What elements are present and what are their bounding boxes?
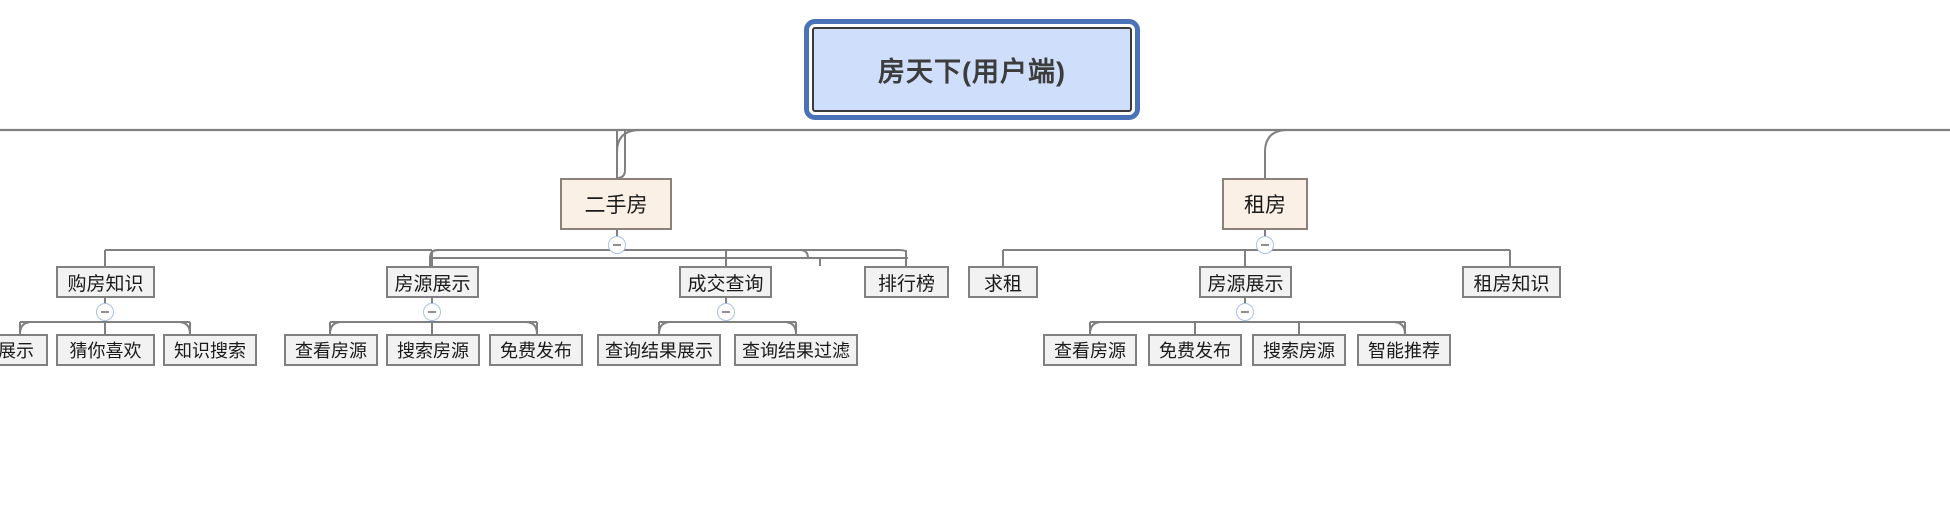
leaf-node-label: 搜索房源 <box>1263 341 1335 361</box>
leaf-node-label: 查询结果展示 <box>605 341 713 361</box>
item-node-cheng-jiao-cha-xun[interactable]: 成交查询 <box>679 266 772 298</box>
minus-icon <box>722 311 730 313</box>
leaf-node-cai-ni-xi-huan[interactable]: 猜你喜欢 <box>56 334 155 366</box>
leaf-node-label: 猜你喜欢 <box>69 341 142 361</box>
leaf-node-cha-kan-fang-yuan-ershou[interactable]: 查看房源 <box>284 334 378 366</box>
root-node[interactable]: 房天下(用户端) <box>804 19 1140 120</box>
leaf-node-label: 查看房源 <box>1054 341 1126 361</box>
leaf-node-cha-kan-fang-yuan-zufang[interactable]: 查看房源 <box>1043 334 1137 366</box>
item-node-zu-fang-zhi-shi[interactable]: 租房知识 <box>1462 266 1561 298</box>
category-node-zufang[interactable]: 租房 <box>1222 178 1308 230</box>
leaf-node-label: 免费发布 <box>1159 341 1231 361</box>
leaf-node-label: 查看房源 <box>295 341 367 361</box>
leaf-node-zhi-neng-tui-jian[interactable]: 智能推荐 <box>1357 334 1451 366</box>
collapse-toggle-gou-fang-zhi-shi[interactable] <box>96 303 114 321</box>
item-node-fang-yuan-zhan-shi-ershou[interactable]: 房源展示 <box>386 266 479 298</box>
root-node-label: 房天下(用户端) <box>878 57 1066 87</box>
collapse-toggle-fang-yuan-zhan-shi-ershou[interactable] <box>423 303 441 321</box>
minus-icon <box>613 244 621 246</box>
item-node-label: 成交查询 <box>687 273 764 295</box>
minus-icon <box>1261 244 1269 246</box>
leaf-node-sou-suo-fang-yuan-ershou[interactable]: 搜索房源 <box>386 334 480 366</box>
leaf-node-label: 展示 <box>0 341 34 361</box>
leaf-node-sou-suo-fang-yuan-zufang[interactable]: 搜索房源 <box>1252 334 1346 366</box>
leaf-node-label: 免费发布 <box>500 341 572 361</box>
item-node-pai-hang-bang[interactable]: 排行榜 <box>864 266 949 298</box>
collapse-toggle-fang-yuan-zhan-shi-zufang[interactable] <box>1236 303 1254 321</box>
leaf-node-mian-fei-fa-bu-ershou[interactable]: 免费发布 <box>489 334 583 366</box>
leaf-node-label: 查询结果过滤 <box>742 341 850 361</box>
item-node-label: 房源展示 <box>394 273 471 295</box>
leaf-node-zhan-shi-clipped[interactable]: 展示 <box>0 334 48 366</box>
item-node-fang-yuan-zhan-shi-zufang[interactable]: 房源展示 <box>1199 266 1292 298</box>
item-node-label: 房源展示 <box>1207 273 1284 295</box>
item-node-qiu-zu[interactable]: 求租 <box>968 266 1038 298</box>
item-node-label: 购房知识 <box>67 273 144 295</box>
leaf-node-label: 搜索房源 <box>397 341 469 361</box>
item-node-label: 租房知识 <box>1473 273 1550 295</box>
leaf-node-cha-xun-jie-guo-zhan-shi[interactable]: 查询结果展示 <box>597 334 721 366</box>
minus-icon <box>1241 311 1249 313</box>
leaf-node-label: 知识搜索 <box>174 341 246 361</box>
leaf-node-zhi-shi-sou-suo[interactable]: 知识搜索 <box>163 334 257 366</box>
collapse-toggle-ershoufang[interactable] <box>608 236 626 254</box>
leaf-node-cha-xun-jie-guo-guo-lv[interactable]: 查询结果过滤 <box>734 334 858 366</box>
item-node-gou-fang-zhi-shi[interactable]: 购房知识 <box>56 266 155 298</box>
leaf-node-label: 智能推荐 <box>1368 341 1440 361</box>
item-node-label: 排行榜 <box>877 273 935 295</box>
minus-icon <box>428 311 436 313</box>
leaf-node-mian-fei-fa-bu-zufang[interactable]: 免费发布 <box>1148 334 1242 366</box>
collapse-toggle-zufang[interactable] <box>1256 236 1274 254</box>
item-node-label: 求租 <box>983 273 1022 295</box>
category-node-label: 二手房 <box>584 194 648 217</box>
collapse-toggle-cheng-jiao-cha-xun[interactable] <box>717 303 735 321</box>
category-node-ershoufang[interactable]: 二手房 <box>560 178 672 230</box>
minus-icon <box>101 311 109 313</box>
category-node-label: 租房 <box>1244 194 1286 217</box>
